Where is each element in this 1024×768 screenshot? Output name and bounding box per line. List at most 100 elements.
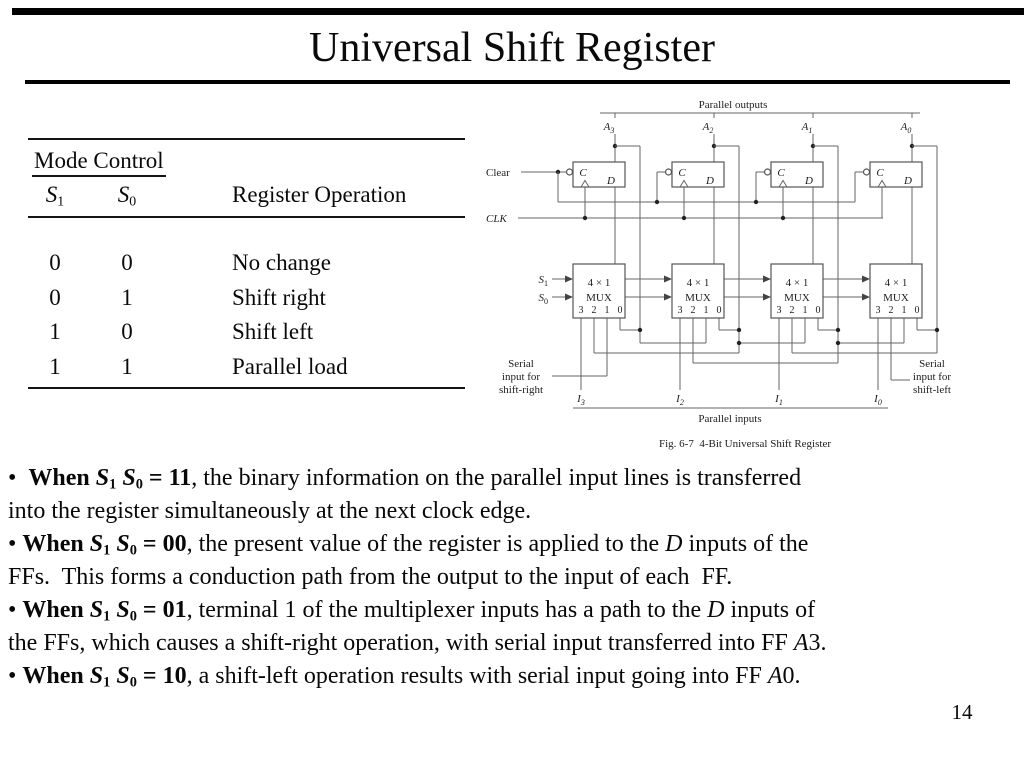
text-segment: 1	[109, 476, 117, 493]
output-label-subscript: 1	[808, 126, 812, 135]
output-label: A3	[603, 121, 615, 135]
mux-label-line2: MUX	[685, 292, 711, 304]
mux-pin-label: 3	[579, 305, 584, 316]
mux-box	[770, 263, 824, 319]
text-segment: When	[28, 465, 96, 491]
mux-label-line1: 4 × 1	[588, 277, 611, 289]
table-cell: Shift left	[232, 319, 314, 345]
mux-pin-label: 3	[777, 305, 782, 316]
mux-pin-label: 2	[691, 305, 696, 316]
text-segment: D	[707, 597, 725, 623]
mux-label-line2: MUX	[784, 292, 810, 304]
input-label-subscript: 1	[779, 398, 783, 407]
ff-data-label: D	[903, 175, 912, 187]
mux-pin-label: 3	[777, 305, 782, 316]
clock-triangle	[580, 179, 590, 188]
mux-label-line2: MUX	[586, 292, 612, 304]
bullet-line: FFs. This forms a conduction path from t…	[8, 561, 1018, 594]
inverter-bubble	[862, 168, 871, 176]
mux-pin-label: 0	[717, 305, 722, 316]
table-cell: 0	[49, 250, 61, 275]
table-rule-top	[28, 138, 465, 140]
ff-clock-label: C	[876, 167, 884, 179]
input-label: I2	[675, 393, 684, 407]
table-rule-middle	[28, 216, 465, 218]
mux-pin-label: 3	[876, 305, 881, 316]
text-segment: D	[665, 531, 683, 557]
bullet-text-block: • When S1 S0 = 11, the binary informatio…	[8, 462, 1018, 693]
input-label: I1	[774, 393, 783, 407]
table-caption-text: Mode Control	[32, 148, 166, 177]
output-label: A2	[702, 121, 714, 135]
bullet-line: • When S1 S0 = 01, terminal 1 of the mul…	[8, 594, 1018, 627]
mux-box	[572, 263, 626, 319]
mux-label-line1: 4 × 1	[687, 277, 710, 289]
column-header-s0: S0	[117, 182, 137, 209]
clear-label: Clear	[486, 167, 510, 179]
text-segment: A	[793, 630, 809, 656]
junction-dot	[780, 215, 786, 221]
input-label: I3	[576, 393, 585, 407]
text-segment: When	[22, 663, 90, 689]
clk-label: CLK	[486, 213, 507, 225]
ff-clock-label: C	[579, 167, 587, 179]
column-header-operation: Register Operation	[232, 182, 407, 207]
junction-dot	[835, 327, 841, 333]
flip-flop-box	[869, 161, 923, 188]
table-cell: 1	[49, 319, 61, 345]
mux-pin-label: 2	[790, 305, 795, 316]
mux-label-line1: 4 × 1	[885, 277, 908, 289]
text-segment: •	[8, 465, 29, 491]
clock-triangle	[778, 179, 788, 188]
table-caption: Mode Control	[32, 148, 166, 177]
serial-left-label: input for	[913, 371, 952, 383]
mux-pin-label: 1	[704, 305, 709, 316]
mux-label-line2: MUX	[586, 292, 612, 304]
table-cell: 0	[121, 319, 133, 345]
mux-pin-label: 1	[803, 305, 808, 316]
bullet-line: • When S1 S0 = 11, the binary informatio…	[8, 462, 1018, 495]
output-label: A0	[900, 121, 912, 135]
arrowhead	[862, 293, 870, 301]
text-segment: , the binary information on the parallel…	[191, 465, 802, 491]
mux-pin-label: 1	[704, 305, 709, 316]
column-header-s1: S1	[45, 182, 65, 209]
input-label: I	[675, 393, 681, 405]
ff-data-label: D	[705, 175, 714, 187]
input-label: I	[774, 393, 780, 405]
arrowhead	[763, 275, 771, 283]
mux-pin-label: 0	[618, 305, 623, 316]
junction-dot	[736, 340, 742, 346]
ff-clock-label: C	[678, 167, 686, 179]
output-label: A	[702, 121, 710, 133]
text-segment: FFs. This forms a conduction path from t…	[8, 564, 733, 590]
page-number: 14	[951, 700, 973, 724]
serial-right-label: Serial	[508, 358, 534, 370]
inverter-bubble	[565, 168, 574, 176]
ff-clock-label: C	[678, 167, 686, 179]
text-segment: = 00	[136, 531, 187, 557]
text-segment: = 10	[136, 663, 187, 689]
serial-right-label: shift-right	[499, 384, 543, 396]
ff-data-label: D	[606, 175, 615, 187]
ff-clock-label: C	[777, 167, 785, 179]
mux-label-line2: MUX	[685, 292, 711, 304]
table-cell: Parallel load	[232, 353, 348, 379]
mux-pin-label: 2	[889, 305, 894, 316]
mux-pin-label: 1	[605, 305, 610, 316]
text-segment: S	[89, 663, 104, 689]
text-segment: inputs of the	[682, 531, 809, 557]
mode-control-table: Mode Control S1 S0 Register Operation 0 0…	[28, 138, 465, 390]
text-segment: S	[89, 531, 104, 557]
clock-triangle	[877, 179, 887, 188]
text-segment: 0	[129, 674, 137, 691]
mux-pin-label: 2	[592, 305, 597, 316]
mux-pin-label: 0	[816, 305, 821, 316]
flip-flop-box	[671, 161, 725, 188]
mux-label-line1: 4 × 1	[786, 277, 809, 289]
output-label: A	[900, 121, 908, 133]
mux-pin-label: 0	[717, 305, 722, 316]
junction-dot	[654, 199, 660, 205]
text-segment: = 01	[136, 597, 187, 623]
